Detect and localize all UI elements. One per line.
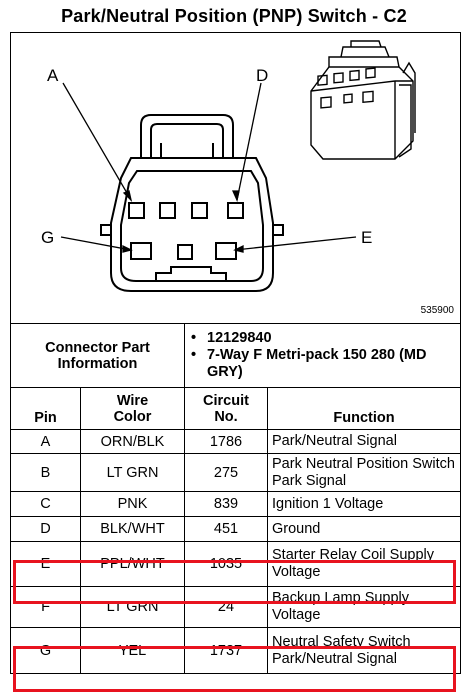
cavity-b bbox=[159, 202, 176, 219]
connector-diagram: A D G E 535900 bbox=[10, 32, 461, 324]
keyway bbox=[155, 266, 227, 281]
pinout-table: Connector Part Information 12129840 7-Wa… bbox=[10, 323, 461, 674]
connector-info-label: Connector Part Information bbox=[10, 323, 185, 388]
connector-3d-view bbox=[310, 40, 416, 160]
connector-info-row: Connector Part Information 12129840 7-Wa… bbox=[10, 323, 461, 388]
header-row: Pin Wire Color Circuit No. Function bbox=[10, 387, 461, 430]
callout-e: E bbox=[361, 228, 372, 247]
connector-latch bbox=[140, 114, 234, 158]
table-row: A ORN/BLK 1786 Park/Neutral Signal bbox=[10, 429, 461, 454]
cavity-e bbox=[215, 242, 237, 260]
table-row: D BLK/WHT 451 Ground bbox=[10, 516, 461, 542]
header-circuit: Circuit No. bbox=[184, 387, 268, 430]
cavity-d bbox=[227, 202, 244, 219]
callout-d: D bbox=[256, 66, 268, 85]
image-code: 535900 bbox=[420, 305, 454, 316]
connector-description: 7-Way F Metri-pack 150 280 (MD GRY) bbox=[191, 347, 460, 381]
table-row: B LT GRN 275 Park Neutral Position Switc… bbox=[10, 453, 461, 492]
cavity-f bbox=[177, 244, 193, 260]
header-function: Function bbox=[267, 387, 461, 430]
left-tab bbox=[100, 224, 112, 236]
callout-a: A bbox=[47, 66, 59, 85]
table-row: C PNK 839 Ignition 1 Voltage bbox=[10, 491, 461, 517]
connector-part-number: 12129840 bbox=[191, 330, 460, 347]
right-tab bbox=[272, 224, 284, 236]
table-row: F LT GRN 24 Backup Lamp Supply Voltage bbox=[10, 586, 461, 628]
cavity-a bbox=[128, 202, 145, 219]
cavity-g bbox=[130, 242, 152, 260]
table-row: E PPL/WHT 1035 Starter Relay Coil Supply… bbox=[10, 541, 461, 587]
page-title: Park/Neutral Position (PNP) Switch - C2 bbox=[61, 6, 407, 26]
callout-g: G bbox=[41, 228, 54, 247]
connector-drawing: A D G E bbox=[41, 40, 416, 292]
highlight-row-e bbox=[13, 560, 456, 604]
connector-inner-face bbox=[120, 170, 264, 282]
highlight-row-g bbox=[13, 646, 456, 692]
header-pin: Pin bbox=[10, 387, 81, 430]
header-wire-color: Wire Color bbox=[80, 387, 185, 430]
connector-outer-shell bbox=[110, 157, 274, 292]
connector-info-values: 12129840 7-Way F Metri-pack 150 280 (MD … bbox=[184, 323, 461, 388]
cavity-c bbox=[191, 202, 208, 219]
